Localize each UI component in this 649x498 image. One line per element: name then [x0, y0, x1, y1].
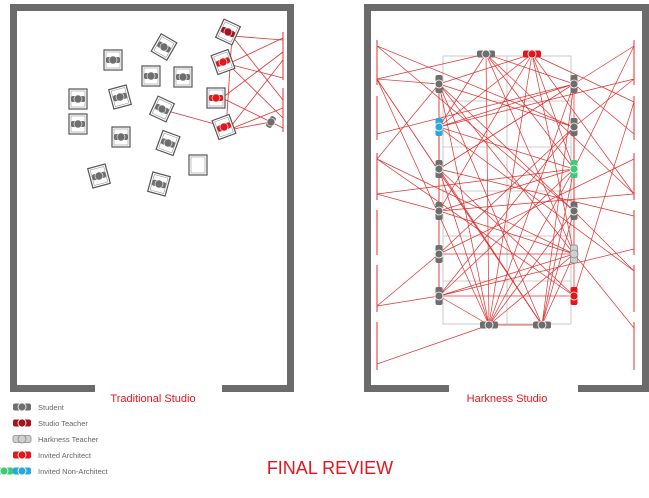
legend-label: Student: [38, 403, 65, 412]
harkness-seats: [434, 49, 579, 330]
seat-student: [434, 202, 444, 220]
traditional-studio-caption: Traditional Studio: [110, 393, 195, 405]
left-wall-bottom-a: [10, 385, 95, 392]
desk-student: [150, 33, 178, 61]
harkness-teacher-icon: [12, 434, 32, 444]
desk-arch: [211, 113, 237, 141]
desk-student: [103, 49, 123, 71]
legend-item: Invited Architect: [13, 450, 92, 460]
desk-student: [68, 88, 88, 110]
right-wall-bottom-b: [578, 385, 649, 392]
legend-label: Studio Teacher: [38, 419, 88, 428]
desk-arch: [210, 48, 236, 76]
legend-label: Invited Non-Architect: [38, 467, 109, 476]
legend-item: Studio Teacher: [13, 418, 88, 428]
seat-arch: [523, 49, 541, 59]
seat-student: [569, 75, 579, 93]
desk-student: [141, 65, 161, 87]
left-wall-bottom-b: [222, 385, 294, 392]
right-wall-bottom-a: [364, 385, 449, 392]
empty-desk: [188, 154, 208, 176]
traditional-connection-lines: [163, 35, 284, 131]
studio-teacher-icon: [13, 418, 31, 428]
desk-student: [146, 171, 172, 197]
seat-non: [434, 118, 444, 136]
traditional-studio-walls: [10, 4, 294, 392]
invited-non-architect-green-icon: [0, 466, 13, 476]
invited-architect-icon: [13, 450, 31, 460]
right-wall-top: [364, 4, 649, 11]
seat-student: [434, 287, 444, 305]
seat-student: [533, 320, 551, 330]
left-wall-right: [287, 4, 294, 392]
seat-student: [480, 320, 498, 330]
right-wall-left: [364, 4, 371, 392]
desk-teacher: [214, 18, 242, 46]
legend-item: Harkness Teacher: [12, 434, 99, 444]
legend-label: Harkness Teacher: [38, 435, 99, 444]
desk-arch: [206, 87, 226, 109]
desk-student: [86, 163, 112, 189]
final-review-title: FINAL REVIEW: [267, 458, 393, 478]
left-wall-top: [10, 4, 294, 11]
seat-student: [569, 118, 579, 136]
seat-student: [434, 245, 444, 263]
desk-student: [68, 113, 88, 135]
harkness-connection-lines: [376, 45, 635, 365]
seat-arch: [569, 287, 579, 305]
seat-student: [569, 202, 579, 220]
seat-green: [569, 160, 579, 178]
legend-item: Invited Non-Architect: [0, 466, 109, 476]
desk-student: [107, 84, 133, 110]
legend-label: Invited Architect: [38, 451, 92, 460]
right-wall-right: [642, 4, 649, 392]
harkness-studio-walls: [364, 4, 649, 392]
harkness-pinup-boards: [376, 40, 635, 370]
legend-item: Student: [13, 402, 65, 412]
student-icon: [13, 402, 31, 412]
harkness-studio-caption: Harkness Studio: [467, 393, 548, 405]
left-wall-left: [10, 4, 17, 392]
seat-student: [477, 49, 495, 59]
invited-non-architect-icon: [13, 466, 31, 476]
traditional-desks: [68, 18, 276, 197]
desk-student: [148, 95, 176, 123]
desk-student: [155, 129, 181, 157]
desk-student: [173, 66, 193, 88]
desk-student: [266, 116, 276, 128]
seat-student: [434, 160, 444, 178]
seat-student: [434, 75, 444, 93]
desk-student: [111, 126, 131, 148]
seat-harkness: [569, 244, 579, 264]
